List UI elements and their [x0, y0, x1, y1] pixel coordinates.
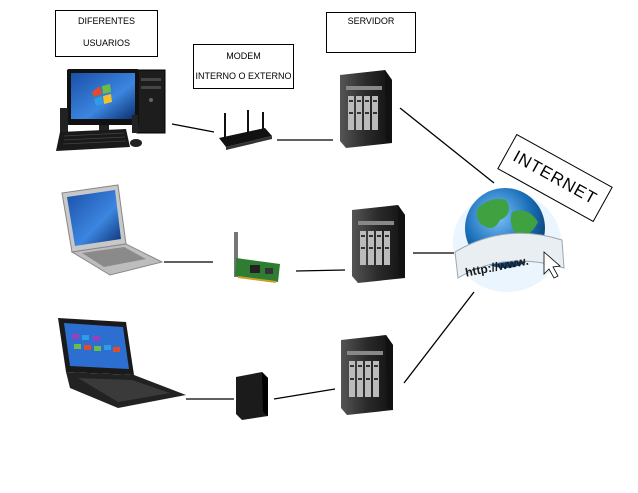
- server-1: [340, 70, 392, 148]
- pc-speaker-left: [60, 108, 68, 132]
- modem-label-line2: INTERNO O EXTERNO: [195, 71, 292, 81]
- pc-speaker-right: [132, 115, 138, 133]
- internet-globe: http://www.: [453, 188, 565, 292]
- server-3: [341, 335, 393, 415]
- connection-lines: [164, 107, 495, 400]
- pc-mouse: [130, 139, 142, 147]
- server-2: [352, 205, 405, 283]
- wireless-router: [219, 110, 272, 150]
- tablet-computer: [58, 318, 186, 408]
- server-label-box: SERVIDOR: [326, 12, 416, 53]
- server-label: SERVIDOR: [347, 16, 395, 26]
- users-label-line1: DIFERENTES: [77, 16, 135, 26]
- line-modem-server3: [273, 388, 336, 400]
- desktop-computer: [56, 69, 166, 151]
- line-server3-internet: [403, 291, 475, 384]
- modem-label-box: MODEM INTERNO O EXTERNO: [193, 44, 294, 89]
- network-card: [234, 232, 280, 283]
- external-modem: [236, 372, 268, 420]
- laptop-computer: [61, 184, 164, 276]
- modem-label-line1: MODEM: [226, 51, 261, 61]
- line-server1-internet: [399, 107, 495, 184]
- cursor-hand-icon: [543, 251, 561, 279]
- users-label-line2: USUARIOS: [82, 38, 130, 48]
- line-nic-server2: [295, 269, 346, 272]
- line-desktop-router: [171, 123, 215, 133]
- pc-keyboard: [56, 129, 130, 151]
- users-label-box: DIFERENTES USUARIOS: [55, 10, 158, 57]
